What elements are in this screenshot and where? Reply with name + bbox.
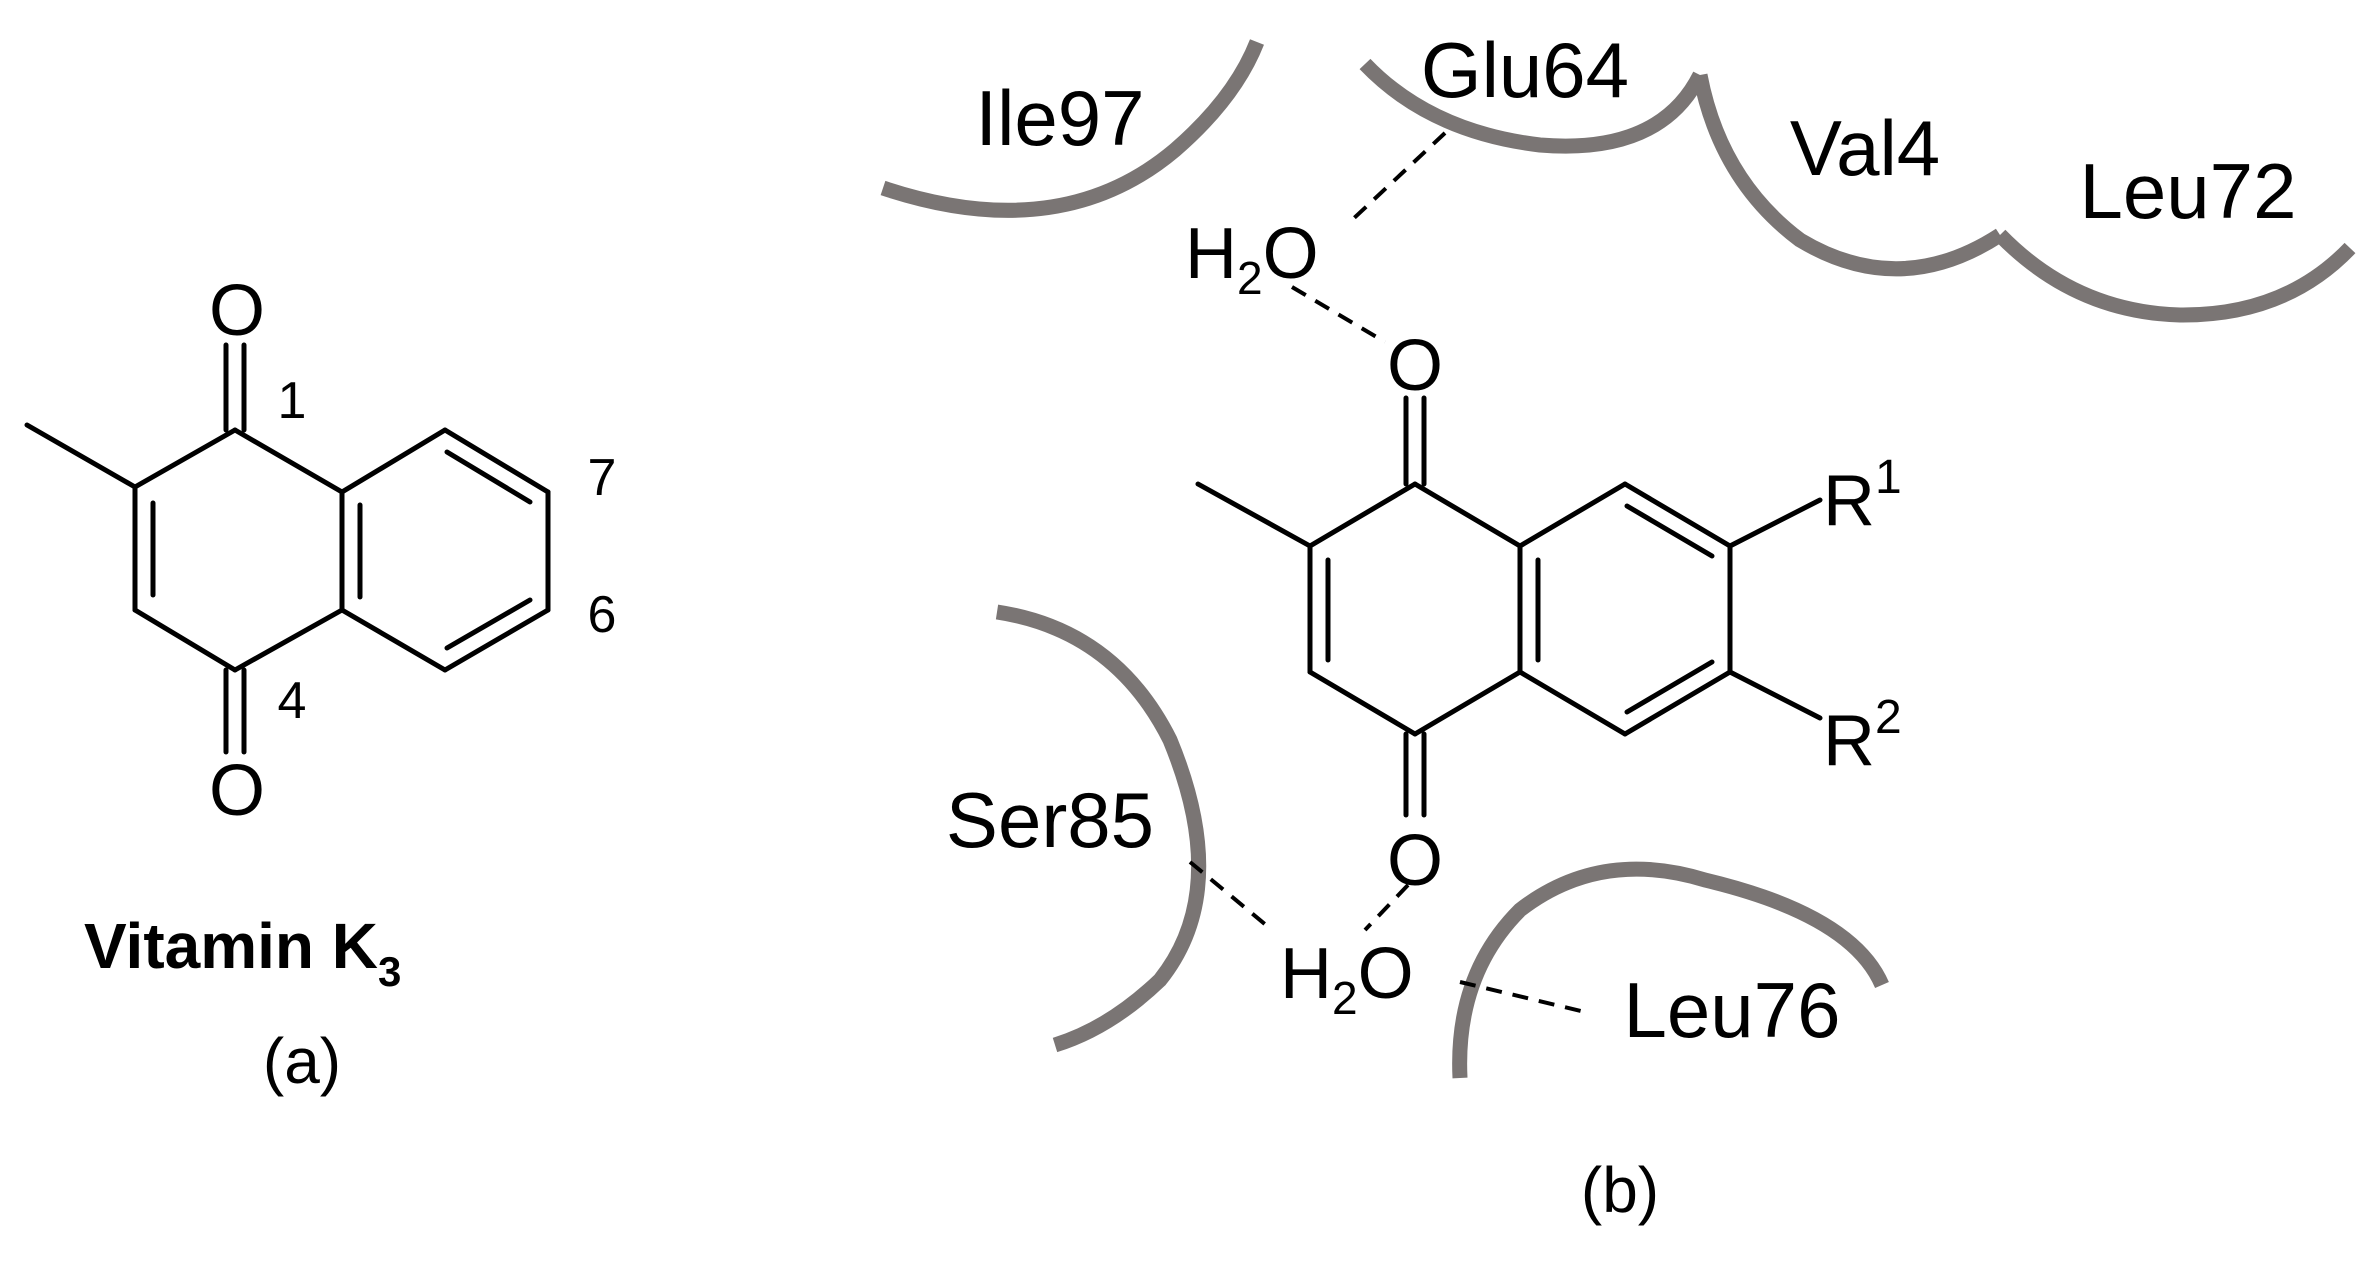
bond-b-c7-r1	[1727, 497, 1823, 549]
oxygen-top-a: O	[209, 271, 265, 351]
r2-substituent: R2	[1823, 691, 1902, 781]
bond-c8-c7	[442, 427, 551, 495]
bond-b-c6-c5	[1622, 669, 1733, 737]
oxygen-bottom-a: O	[209, 751, 265, 831]
residue-leu76-label: Leu76	[1624, 966, 1841, 1054]
position-6-label: 6	[588, 586, 617, 644]
residue-arcs	[880, 39, 2356, 1079]
position-7-label: 7	[588, 449, 617, 507]
water-top: H2O	[1185, 214, 1319, 304]
bond-c8-c7-inner	[444, 449, 533, 505]
bond-c8a-c8	[339, 427, 448, 495]
oxygen-top-b: O	[1387, 326, 1443, 406]
bond-b-c8-c7	[1622, 481, 1733, 549]
arc-val4	[1692, 73, 2005, 277]
r1-substituent: R1	[1823, 451, 1902, 541]
panel-b-label: (b)	[1581, 1154, 1659, 1226]
bond-b-c2-c1	[1307, 481, 1418, 549]
bond-c6-c5-inner	[444, 597, 533, 651]
bond-b-methyl	[1195, 481, 1313, 549]
arc-leu76	[1452, 861, 1889, 1079]
hbond-water-leu76	[1459, 980, 1586, 1014]
bond-b-c8a-c8	[1517, 481, 1628, 549]
hbond-o4-water	[1363, 883, 1410, 932]
bond-b-c1-c8a	[1412, 481, 1523, 549]
arc-ile97	[880, 39, 1264, 218]
bond-b-c6-r2	[1727, 669, 1823, 721]
bond-c2-c1	[132, 427, 238, 490]
panel-a-label: (a)	[263, 1025, 341, 1097]
compound-name: Vitamin K3	[84, 910, 401, 995]
residue-leu72-label: Leu72	[2080, 147, 2297, 235]
hydrogen-bonds	[1188, 131, 1586, 1014]
bond-b-c8-c7-inner	[1624, 503, 1715, 559]
residue-ser85-label: Ser85	[946, 776, 1154, 864]
bond-c4-c3	[132, 607, 238, 673]
water-bottom: H2O	[1280, 934, 1414, 1024]
bond-c1-c8a	[232, 427, 345, 495]
bond-b-c6-c5-inner	[1624, 659, 1715, 715]
panel-b-structure	[1195, 395, 1823, 818]
bond-c5-c4a	[339, 607, 448, 673]
hbond-glu64-water	[1350, 131, 1447, 222]
arc-glu64	[1359, 58, 1707, 154]
bond-methyl	[24, 422, 138, 490]
bond-b-c4a-c4	[1412, 669, 1523, 737]
hbond-ser85-water	[1188, 860, 1274, 932]
hbond-water-o1	[1290, 285, 1387, 344]
residue-ile97-label: Ile97	[975, 74, 1144, 162]
arc-leu72	[1994, 229, 2356, 323]
residue-val4-label: Val4	[1790, 104, 1940, 192]
bond-c6-c5	[442, 607, 551, 673]
panel-a-structure	[24, 342, 551, 755]
arc-ser85	[995, 604, 1207, 1053]
residue-glu64-label: Glu64	[1421, 26, 1629, 114]
position-1-label: 1	[278, 372, 307, 430]
bond-c4a-c4	[232, 607, 345, 673]
bond-b-c4-c3	[1307, 669, 1418, 737]
bond-b-c5-c4a	[1517, 669, 1628, 737]
oxygen-bottom-b: O	[1387, 821, 1443, 901]
position-4-label: 4	[278, 672, 307, 730]
